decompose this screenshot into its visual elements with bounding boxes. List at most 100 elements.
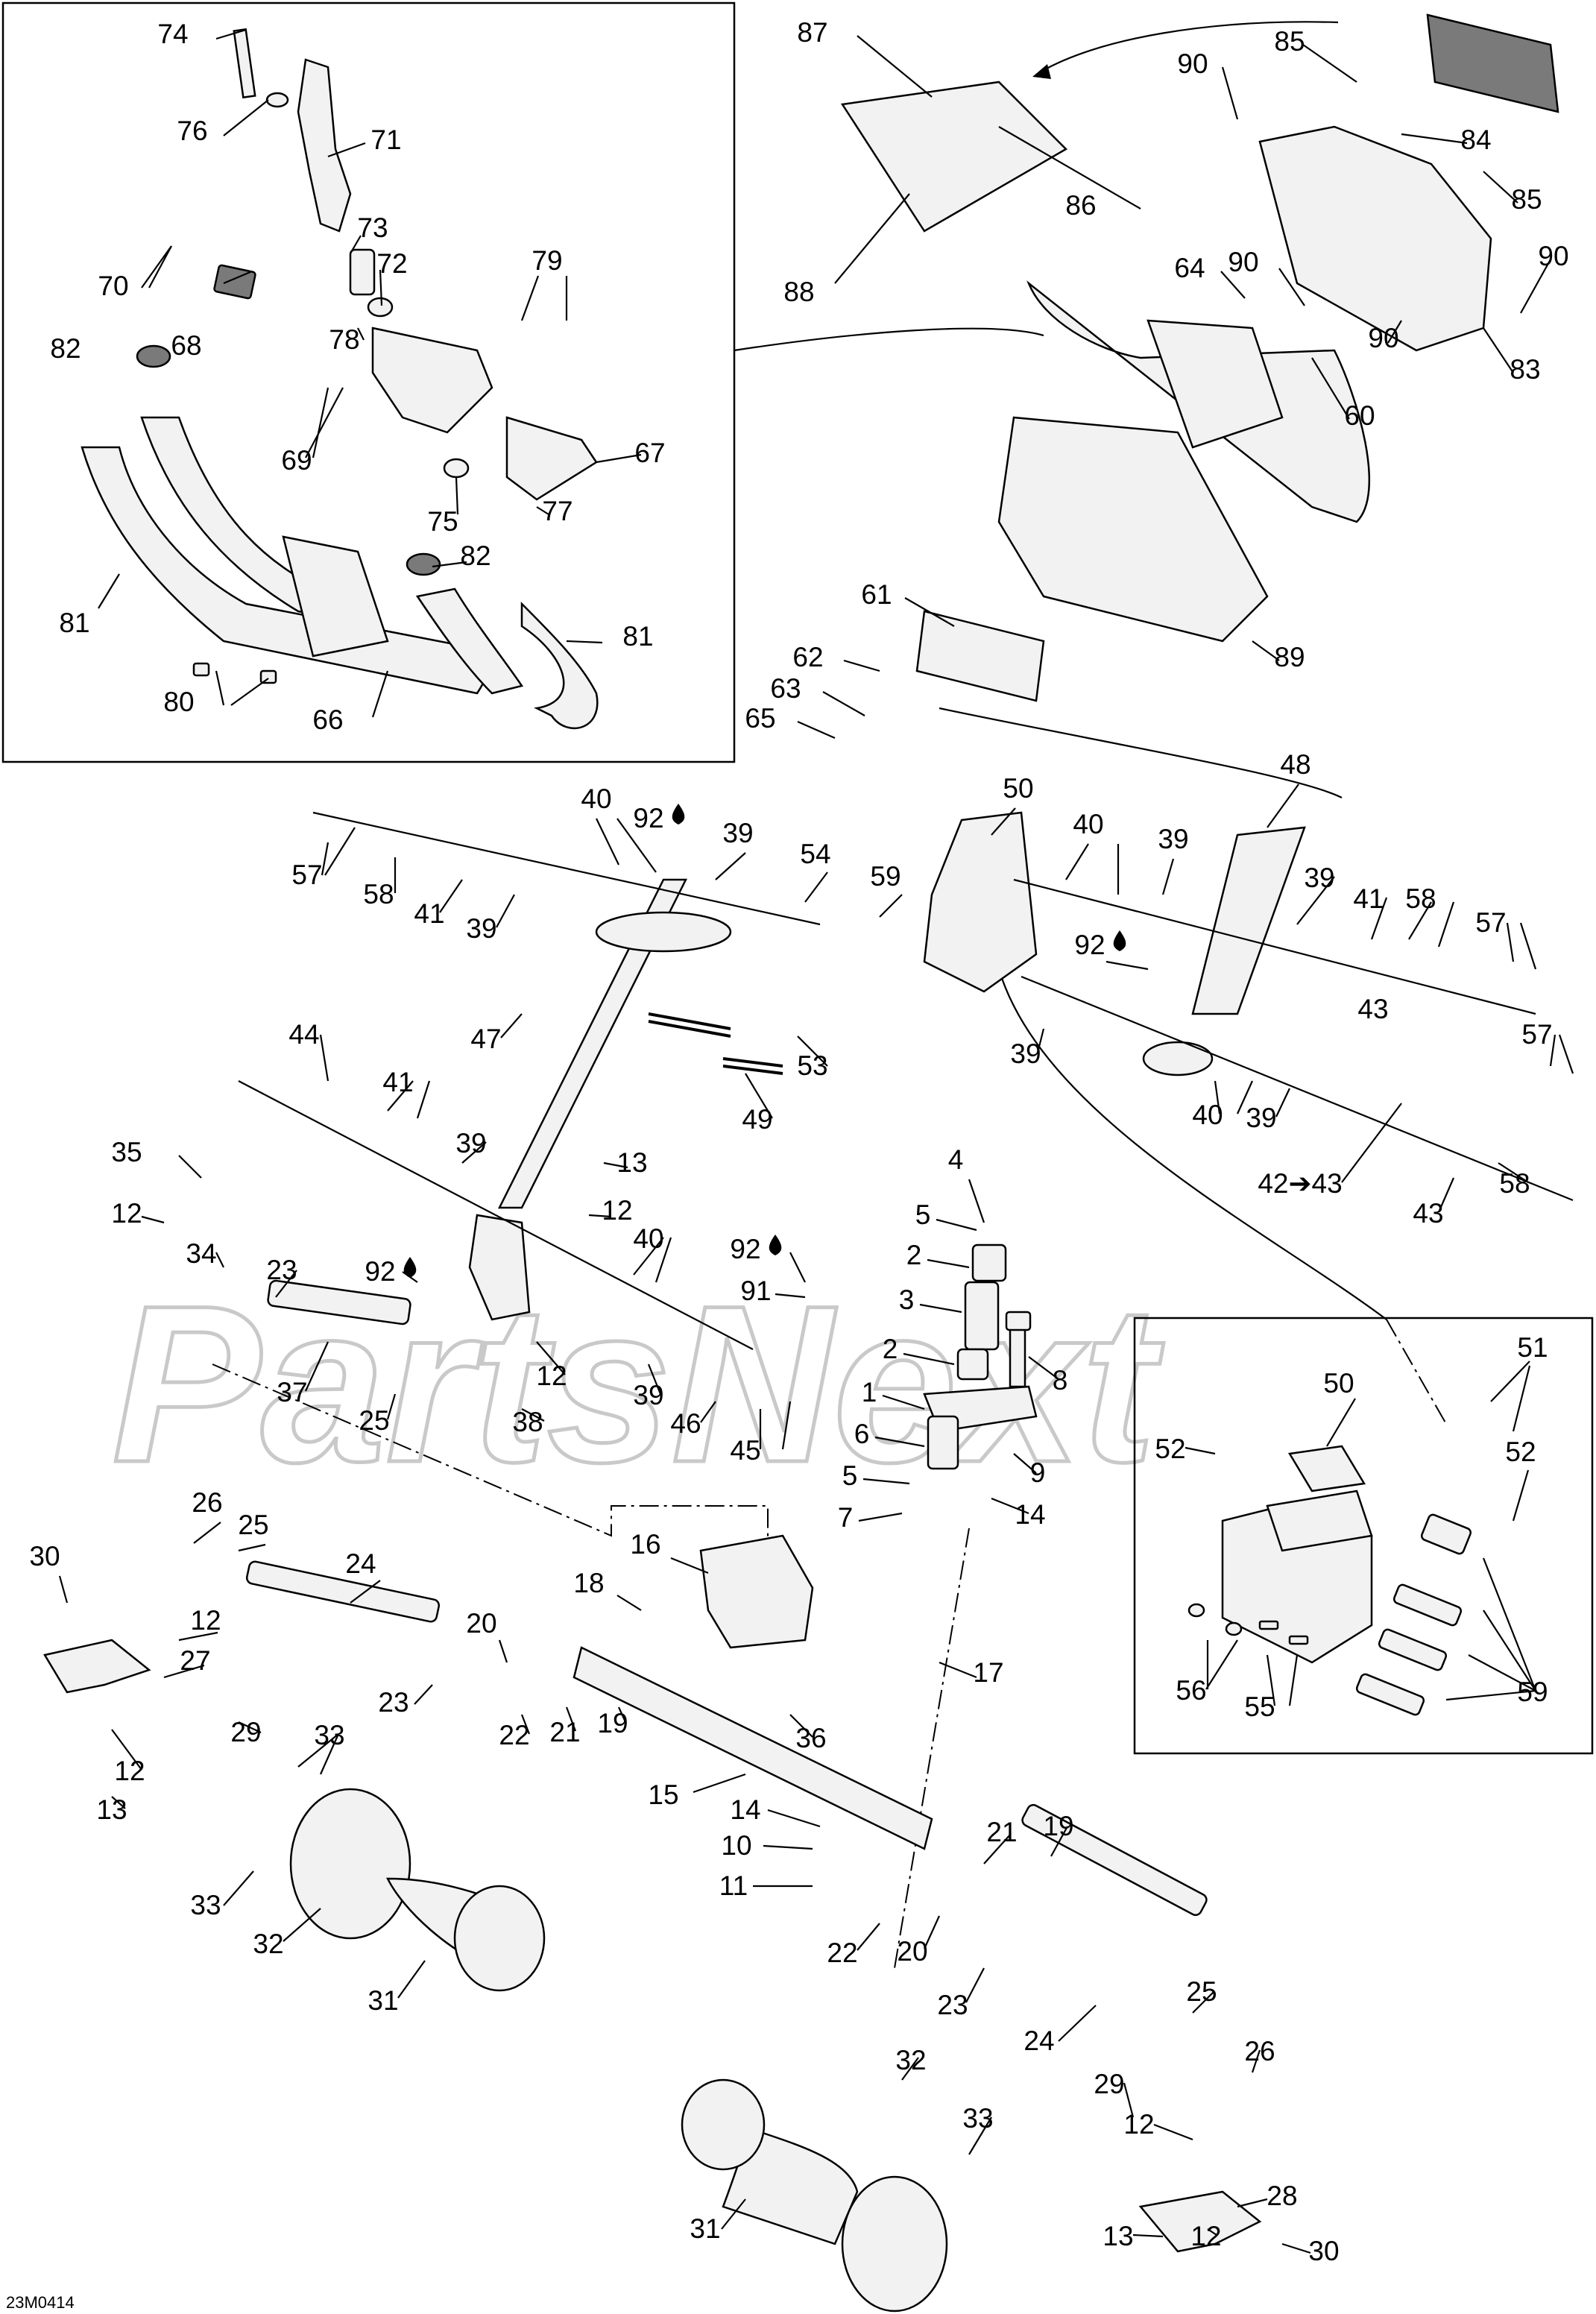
leader-line [1498,1162,1529,1183]
leader-line [715,852,746,880]
callout-c82b: 82 [460,540,491,571]
grease-drop-icon [769,1235,782,1255]
callout-c7: 7 [838,1502,854,1533]
callout-c83: 83 [1510,354,1540,385]
leader-line [321,842,329,876]
callout-c59b: 59 [1517,1677,1548,1707]
callout-c25c: 25 [1186,1976,1217,2007]
callout-c58a: 58 [363,879,394,909]
leader-line [903,1352,955,1366]
callout-c2a: 2 [906,1240,922,1270]
leader-line [1278,268,1305,306]
leader-line [387,1080,414,1112]
leader-line [461,1141,487,1164]
callout-c26a: 26 [192,1487,222,1518]
leader-line [496,894,515,928]
leader-line [350,1580,381,1604]
callout-c50a: 50 [1003,773,1033,804]
leader-line [1267,784,1299,828]
leader-line [882,1394,925,1410]
leader-line [1266,1654,1276,1706]
callout-c31a: 31 [368,1985,398,2016]
leader-line [1185,1446,1216,1455]
callout-c92c: 92 [365,1256,395,1287]
callout-c41a: 41 [414,898,444,929]
leader-line [1311,357,1350,420]
leader-line [521,1408,545,1422]
callout-c39h: 39 [633,1380,663,1410]
leader-line [1512,1469,1530,1522]
callout-c50b: 50 [1323,1368,1354,1399]
callout-c29b: 29 [1094,2069,1124,2099]
bracket-inset-parts [1187,1445,1472,1716]
leader-line [633,1237,664,1276]
leader-line [804,871,828,903]
callout-c52b: 52 [1505,1437,1536,1467]
callout-c23a: 23 [266,1255,297,1285]
callout-c29a: 29 [230,1717,261,1747]
callout-c12c: 12 [536,1361,567,1391]
callout-c48: 48 [1280,749,1310,780]
leader-line [745,1073,773,1119]
leader-line [379,269,383,306]
callout-c82a: 82 [50,333,81,364]
callout-c72: 72 [376,248,407,279]
leader-line [432,561,467,568]
callout-c52a: 52 [1155,1434,1185,1464]
leader-line [1512,1365,1531,1432]
callout-c58c: 58 [1499,1168,1530,1199]
callout-c43a: 43 [1357,994,1388,1024]
callout-c23b: 23 [378,1687,409,1718]
leader-line [324,827,356,876]
leader-line [936,1218,977,1232]
callout-c12f: 12 [1123,2109,1154,2140]
callout-c4: 4 [948,1144,964,1175]
leader-line [1326,1398,1356,1447]
leader-line [238,1721,262,1733]
callout-c74: 74 [157,19,188,49]
leader-line [1036,1028,1045,1053]
leader-line [927,1258,970,1269]
leader-line [655,1237,672,1283]
callout-c19b: 19 [1043,1811,1073,1841]
callout-c57a: 57 [291,860,322,890]
leader-line [991,1497,1029,1515]
leader-line [857,1923,880,1951]
leader-line [305,387,344,458]
callout-c81a: 81 [59,608,89,638]
callout-c57c: 57 [1521,1019,1552,1050]
leader-line [163,1664,205,1679]
leader-line [939,1661,977,1679]
leader-line [1437,1177,1455,1213]
leader-line [617,1706,628,1724]
callout-c1: 1 [862,1377,877,1407]
handlebar-inset-parts [81,28,599,729]
leader-line [616,1595,642,1611]
callout-c51: 51 [1517,1332,1548,1363]
leader-line [603,1161,628,1169]
grease-drop-icon [672,804,685,825]
callout-c44: 44 [288,1019,319,1050]
callout-c58b: 58 [1405,883,1436,914]
leader-line [1483,327,1514,373]
callout-c60: 60 [1344,400,1375,431]
leader-line [1205,1639,1238,1690]
leader-line [721,2198,746,2230]
leader-line [223,270,253,285]
connector-curve [939,707,1343,798]
callout-c32b: 32 [895,2045,926,2075]
leader-line [304,1341,329,1392]
callout-c28: 28 [1267,2181,1297,2211]
callout-leaders [58,28,1574,2254]
callout-c3: 3 [899,1284,915,1315]
callout-c13b: 13 [96,1794,127,1825]
callout-c77: 77 [542,496,573,526]
leader-line [1387,320,1402,344]
callout-c12e: 12 [114,1756,145,1786]
leader-line [1161,858,1175,895]
leader-line [1468,1654,1536,1692]
callout-c80: 80 [163,687,194,717]
callout-c16: 16 [630,1529,660,1560]
leader-line [283,1908,321,1942]
leader-line [327,142,366,158]
